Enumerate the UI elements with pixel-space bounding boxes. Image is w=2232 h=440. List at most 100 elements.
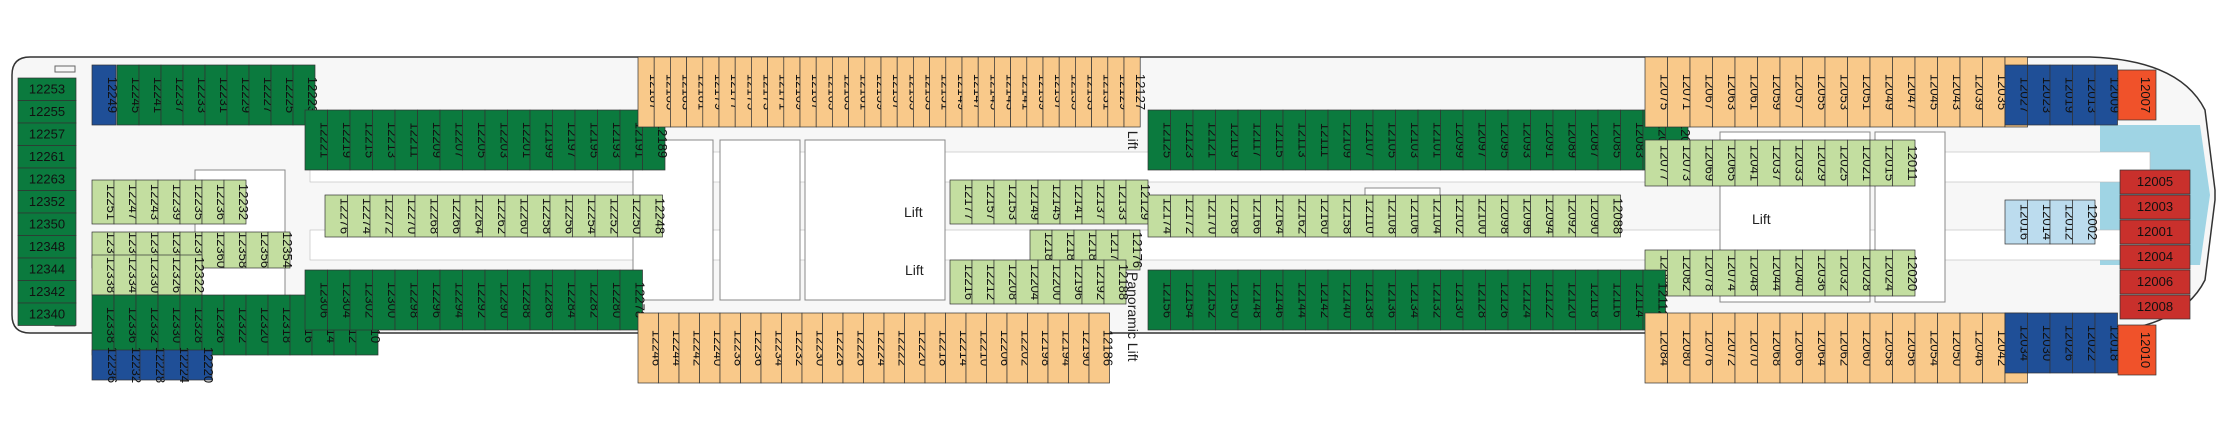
lift-label-2: Lift	[905, 262, 924, 278]
cabin-12006[interactable]: 12006	[2119, 269, 2191, 295]
cabin-12011[interactable]: 12011	[1892, 139, 1920, 187]
cabin-12263[interactable]: 12263	[17, 167, 77, 191]
cabin-box	[1103, 259, 1127, 305]
cabin-number: 12005	[2137, 174, 2173, 189]
cabin-12008[interactable]: 12008	[2119, 294, 2191, 320]
cabin-12248[interactable]: 12248	[639, 194, 667, 238]
cabin-12350[interactable]: 12350	[17, 212, 77, 236]
cabin-number: 12248	[652, 198, 667, 234]
cabin-number: 12176	[1130, 232, 1145, 268]
cabin-number: 12127	[1133, 74, 1148, 110]
cabin-12253[interactable]: 12253	[17, 77, 77, 101]
cabin-12232[interactable]: 12232	[223, 179, 251, 225]
cabin-number: 12001	[2137, 224, 2173, 239]
cabin-box	[639, 194, 663, 238]
cabin-12020[interactable]: 12020	[1892, 249, 1920, 297]
cabin-box	[2094, 64, 2118, 126]
cabin-12005[interactable]: 12005	[2119, 169, 2191, 195]
cabin-12257[interactable]: 12257	[17, 122, 77, 146]
panoramic-lift-bottom-label: Panoramic Lift	[1125, 272, 1141, 362]
cabin-box	[2119, 244, 2191, 270]
cabin-12003[interactable]: 12003	[2119, 194, 2191, 220]
cabin-12249[interactable]: 12249	[91, 64, 120, 126]
cabin-12352[interactable]: 12352	[17, 190, 77, 214]
cabin-box	[223, 179, 247, 225]
cabin-12188[interactable]: 12188	[1103, 259, 1131, 305]
cabin-12322[interactable]: 12322	[179, 254, 207, 296]
cabin-box	[2119, 194, 2191, 220]
cabin-number: 12010	[2138, 332, 2153, 368]
cabin-number: 12263	[29, 171, 65, 186]
cabin-12186[interactable]: 12186	[1088, 312, 1115, 384]
cabin-12261[interactable]: 12261	[17, 145, 77, 169]
cabin-box	[163, 349, 189, 381]
cabin-number: 12249	[105, 77, 120, 113]
cabin-number: 12088	[1610, 198, 1625, 234]
cabin-number: 12020	[1905, 255, 1920, 291]
cabin-box	[17, 302, 77, 326]
cabin-box	[1892, 249, 1916, 297]
cabin-12320[interactable]: 12320	[245, 294, 273, 356]
cabin-number: 12188	[1116, 264, 1131, 300]
cabin-number: 12002	[2085, 204, 2100, 240]
cabin-number: 12352	[29, 194, 65, 209]
cabin-number: 12322	[192, 257, 207, 293]
cabin-number: 12004	[2137, 249, 2173, 264]
cabin-box	[2119, 219, 2191, 245]
cabin-number: 12278	[632, 282, 647, 318]
cabin-12228[interactable]: 12228	[139, 347, 168, 383]
cabin-12340[interactable]: 12340	[17, 302, 77, 326]
cabin-box	[2072, 199, 2096, 245]
cabin-number: 12344	[29, 261, 65, 276]
service-area-3	[804, 139, 946, 301]
cabin-12348[interactable]: 12348	[17, 235, 77, 259]
cabin-12278[interactable]: 12278	[619, 269, 647, 331]
cabin-12088[interactable]: 12088	[1597, 194, 1625, 238]
cabin-number: 12348	[29, 239, 65, 254]
cabin-number: 12006	[2137, 274, 2173, 289]
cabin-12007[interactable]: 12007	[2117, 69, 2157, 121]
cabin-box	[619, 269, 643, 331]
cabin-12004[interactable]: 12004	[2119, 244, 2191, 270]
cabin-number: 12342	[29, 284, 65, 299]
cabin-box	[115, 349, 141, 381]
cabin-12099[interactable]: 12099	[1440, 109, 1468, 171]
cabin-12255[interactable]: 12255	[17, 100, 77, 124]
cabin-12342[interactable]: 12342	[17, 280, 77, 304]
cabin-box	[2117, 69, 2157, 121]
cabin-12069[interactable]: 12069	[1689, 139, 1717, 187]
cabin-number: 12189	[655, 122, 670, 158]
cabin-number: 12186	[1100, 330, 1115, 366]
cabin-number: 12220	[201, 347, 216, 383]
cabin-box	[139, 349, 165, 381]
cabin-number: 12112	[1655, 282, 1670, 317]
cabin-12010[interactable]: 12010	[2117, 324, 2157, 376]
cabin-box	[2119, 169, 2191, 195]
cabin-12002[interactable]: 12002	[2072, 199, 2100, 245]
cabin-number: 12261	[29, 149, 65, 164]
cabin-12344[interactable]: 12344	[17, 257, 77, 281]
cabin-box	[2117, 324, 2157, 376]
cabin-number: 12003	[2137, 199, 2173, 214]
cabin-12245[interactable]: 12245	[116, 64, 144, 126]
service-area-2	[719, 139, 801, 301]
cabin-number: 12340	[29, 306, 65, 321]
cabins-layer: 12253 12255 12257 12261 12263 12352 12350 12348…	[17, 56, 2191, 384]
cabin-12107[interactable]: 12107	[1350, 109, 1378, 171]
cabin-box	[1892, 139, 1916, 187]
cabin-box	[1088, 312, 1110, 384]
cabin-12001[interactable]: 12001	[2119, 219, 2191, 245]
cabin-12108[interactable]: 12108	[1372, 194, 1400, 238]
cabin-number: 12257	[29, 126, 65, 141]
stern-rail-top	[54, 65, 76, 73]
cabin-box	[187, 349, 213, 381]
cabin-12127[interactable]: 12127	[1123, 56, 1148, 128]
cabin-box	[1597, 194, 1621, 238]
cabin-12354[interactable]: 12354	[267, 231, 295, 269]
cabin-number: 12011	[1905, 145, 1920, 180]
cabin-12268[interactable]: 12268	[414, 194, 442, 238]
cabin-12220[interactable]: 12220	[187, 347, 216, 383]
cabin-number: 12007	[2138, 77, 2153, 113]
cabin-number: 12255	[29, 104, 65, 119]
